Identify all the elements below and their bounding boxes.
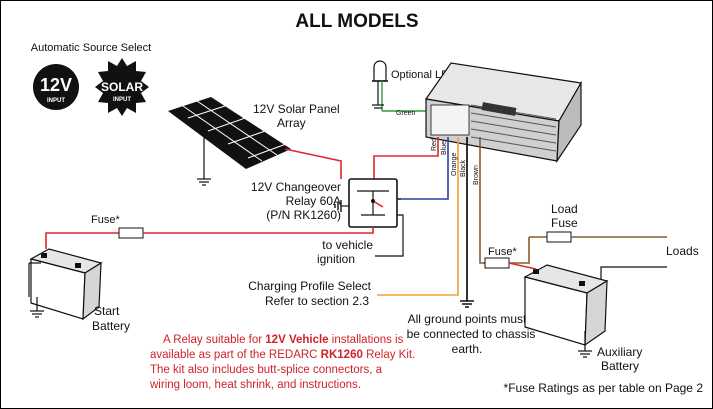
wire-label-green: Green <box>396 110 416 117</box>
start-fuse-icon <box>118 227 144 239</box>
auto-source-label: Automatic Source Select <box>31 42 151 54</box>
wire-label-orange: Orange <box>451 153 458 176</box>
relay-icon <box>334 178 404 257</box>
relay-kit-note-line-4: wiring loom, heat shrink, and instructio… <box>149 379 361 391</box>
aux-fuse-label: Fuse* <box>488 246 517 258</box>
aux-battery-label-2: Battery <box>601 359 639 373</box>
ignition-label-2: ignition <box>317 252 355 266</box>
ignition-label-1: to vehicle <box>322 238 373 252</box>
wire-label-blue: Blue <box>441 141 448 155</box>
wire-label-black: Black <box>460 159 467 177</box>
charging-profile-label-1: Charging Profile Select <box>248 279 371 293</box>
aux-battery-label-1: Auxiliary <box>597 345 642 359</box>
wire-label-red: Red <box>431 138 438 151</box>
relay-label-2: Relay 60A <box>286 194 341 208</box>
wire-label-brown: Brown <box>473 165 480 185</box>
badge-12v-icon: 12V INPUT <box>33 64 79 110</box>
solar-panel-label-1: 12V Solar Panel <box>253 102 340 116</box>
solar-panel-icon <box>168 97 291 186</box>
relay-battery-wire <box>143 227 374 234</box>
loads-label: Loads <box>666 244 699 258</box>
dc-charger-unit <box>424 62 582 164</box>
load-fuse-icon <box>546 231 572 243</box>
svg-text:INPUT: INPUT <box>47 98 65 104</box>
start-battery-icon <box>28 248 103 321</box>
relay-kit-note-line-3: The kit also includes butt-splice connec… <box>150 364 383 376</box>
start-battery-label-2: Battery <box>92 319 130 333</box>
aux-fuse-icon <box>484 257 510 269</box>
load-fuse-label-2: Fuse <box>551 216 578 230</box>
relay-label-1: 12V Changeover <box>251 180 341 194</box>
charger-wires <box>373 137 530 301</box>
ground-note-2: be connected to chassis <box>407 327 536 341</box>
relay-label-3: (P/N RK1260) <box>266 208 341 222</box>
relay-kit-note-line-1: A Relay suitable for 12V Vehicle install… <box>163 334 404 346</box>
relay-kit-note-line-2: available as part of the REDARC RK1260 R… <box>150 349 415 361</box>
ground-symbol-icon <box>460 300 474 308</box>
load-negative-wire <box>600 266 667 289</box>
start-battery-label-1: Start <box>94 304 120 318</box>
start-battery-wire <box>45 232 119 249</box>
svg-text:INPUT: INPUT <box>113 97 131 103</box>
badge-solar-icon: SOLAR INPUT <box>95 58 149 116</box>
ground-note-3: earth. <box>452 342 483 356</box>
ground-note-1: All ground points must <box>408 312 527 326</box>
footnote: *Fuse Ratings as per table on Page 2 <box>504 381 704 395</box>
start-fuse-label: Fuse* <box>91 214 120 226</box>
solar-wire <box>284 148 342 179</box>
diagram-title: ALL MODELS <box>295 11 418 32</box>
svg-text:SOLAR: SOLAR <box>101 80 143 94</box>
charging-profile-label-2: Refer to section 2.3 <box>265 294 369 308</box>
solar-panel-label-2: Array <box>277 116 306 130</box>
aux-battery-icon <box>523 264 609 358</box>
load-fuse-label-1: Load <box>551 202 578 216</box>
led-icon <box>372 60 429 112</box>
svg-text:12V: 12V <box>40 75 72 95</box>
